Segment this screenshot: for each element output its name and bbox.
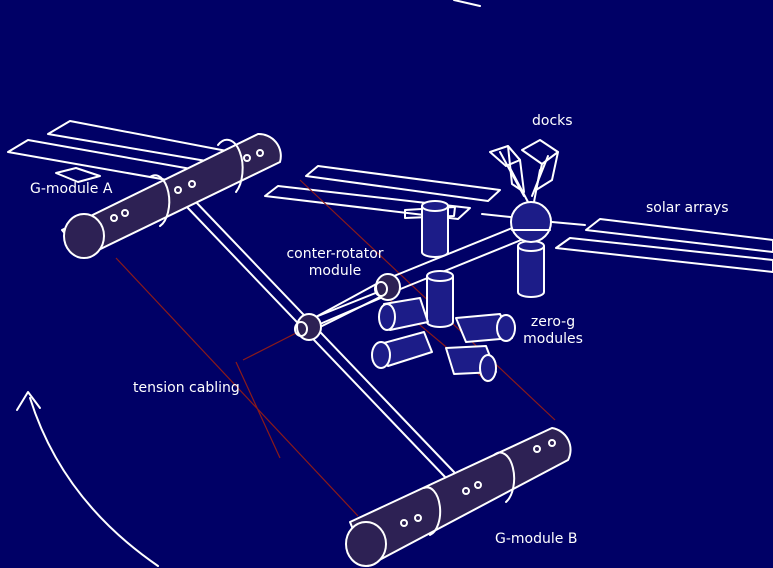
label-g-module-a: G-module A: [30, 181, 113, 197]
counter-rotator-joint: [294, 273, 401, 341]
label-docks: docks: [532, 113, 573, 129]
solar-array-center: [264, 165, 501, 220]
label-solar-arrays: solar arrays: [646, 200, 729, 216]
label-g-module-b: G-module B: [495, 531, 578, 547]
label-counter-rotator: conter-rotator module: [280, 246, 390, 280]
docks: [489, 139, 559, 203]
label-zero-g-line2: modules: [523, 331, 583, 347]
label-tension-cabling: tension cabling: [133, 380, 240, 396]
label-zero-g-line1: zero-g: [530, 314, 576, 330]
g-module-b: [345, 427, 572, 567]
top-edge-fragment: [453, 0, 481, 7]
spin-truss: [185, 199, 455, 479]
zero-g-modules: [371, 200, 545, 382]
label-counter-rotator-line1: conter-rotator: [286, 246, 384, 262]
curved-arrow-up-icon: [16, 391, 159, 567]
g-module-a: [61, 132, 282, 259]
label-zero-g-modules: zero-g modules: [518, 314, 588, 348]
docking-hub: [510, 201, 552, 243]
label-counter-rotator-line2: module: [308, 263, 362, 279]
